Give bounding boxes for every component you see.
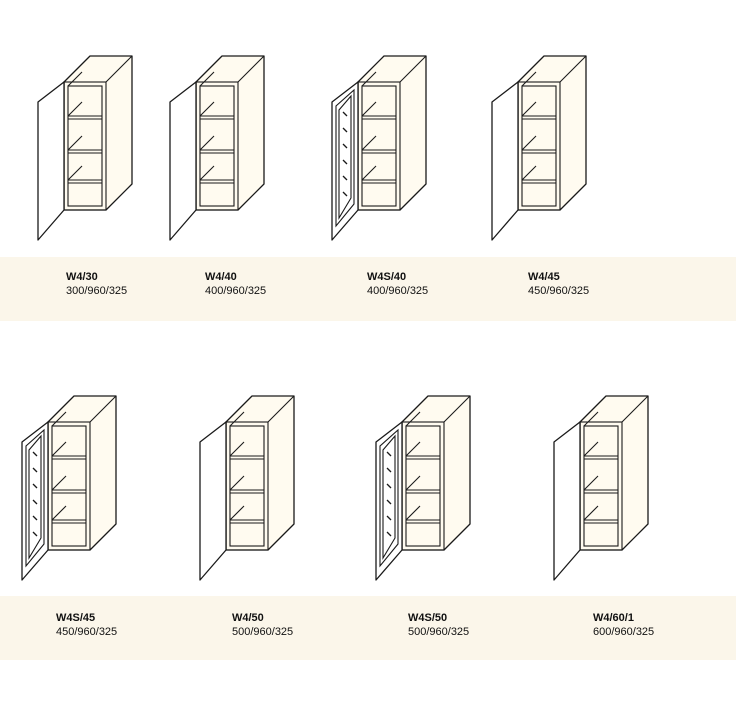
unit-label: W4/60/1 600/960/325 [593, 611, 654, 639]
cabinet-door [491, 81, 519, 241]
unit-label: W4/30 300/960/325 [66, 270, 127, 298]
unit-dimensions: 400/960/325 [205, 285, 267, 297]
cabinet-svg [553, 395, 649, 581]
unit-code: W4/45 [528, 271, 560, 283]
cabinet-drawing [374, 394, 524, 594]
cabinet-svg [331, 55, 427, 241]
unit-code: W4S/50 [408, 612, 448, 624]
unit-label: W4S/40 400/960/325 [367, 270, 428, 298]
unit-code: W4S/45 [56, 612, 96, 624]
unit-dimensions: 400/960/325 [367, 285, 429, 297]
cabinet-door [37, 81, 65, 241]
unit-label: W4/45 450/960/325 [528, 270, 589, 298]
unit-code: W4/50 [232, 612, 264, 624]
unit-code: W4/30 [66, 271, 98, 283]
unit-dimensions: 450/960/325 [528, 285, 590, 297]
unit-label: W4S/50 500/960/325 [408, 611, 469, 639]
unit-code: W4/60/1 [593, 612, 634, 624]
cabinet-svg [199, 395, 295, 581]
cabinet-door [199, 421, 227, 581]
unit-dimensions: 500/960/325 [232, 626, 294, 638]
cabinet-svg [37, 55, 133, 241]
cabinet-door [169, 81, 197, 241]
unit-label: W4/50 500/960/325 [232, 611, 293, 639]
unit-dimensions: 300/960/325 [66, 285, 128, 297]
cabinet-drawing [198, 394, 348, 594]
cabinet-door [553, 421, 581, 581]
unit-code: W4/40 [205, 271, 237, 283]
label-band-top [0, 257, 736, 321]
cabinet-svg [21, 395, 117, 581]
unit-dimensions: 600/960/325 [593, 626, 655, 638]
unit-label: W4S/45 450/960/325 [56, 611, 117, 639]
cabinet-drawing [552, 394, 702, 594]
cabinet-drawing [20, 394, 170, 594]
cabinet-drawing [168, 54, 318, 254]
unit-label: W4/40 400/960/325 [205, 270, 266, 298]
label-band-bottom [0, 596, 736, 660]
cabinet-drawing [490, 54, 640, 254]
cabinet-svg [491, 55, 587, 241]
cabinet-drawing [36, 54, 186, 254]
unit-dimensions: 450/960/325 [56, 626, 118, 638]
unit-code: W4S/40 [367, 271, 407, 283]
cabinet-drawing [330, 54, 480, 254]
cabinet-svg [169, 55, 265, 241]
unit-dimensions: 500/960/325 [408, 626, 470, 638]
cabinet-svg [375, 395, 471, 581]
